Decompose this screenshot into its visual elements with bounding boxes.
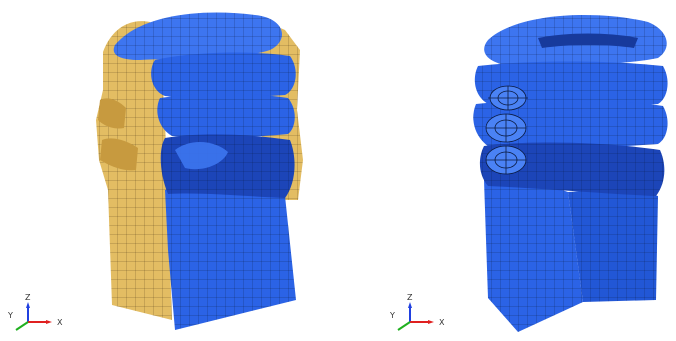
mesh-model-full: Z Y X [389, 15, 668, 332]
blue-lower-column [165, 185, 296, 330]
y-axis-arrow [397, 321, 411, 331]
y-axis-arrow [15, 321, 29, 331]
z-axis-label: Z [407, 293, 413, 302]
viewport-half-section: Z Y X [7, 12, 303, 331]
x-axis-label: X [439, 318, 445, 327]
radial-fold-rings [485, 85, 528, 175]
blue-folded-lobes [113, 12, 296, 198]
axis-triad: Z Y X [389, 293, 445, 331]
y-axis-label: Y [7, 311, 13, 320]
z-axis-label: Z [25, 293, 31, 302]
blue-lower-column [484, 178, 658, 332]
mesh-model-half-section: Z Y X [7, 12, 303, 331]
y-axis-label: Y [389, 311, 395, 320]
blue-folded-lobes [473, 15, 668, 196]
axis-triad: Z Y X [7, 293, 63, 331]
viewport-full-model: Z Y X [338, 0, 676, 341]
x-axis-label: X [57, 318, 63, 327]
